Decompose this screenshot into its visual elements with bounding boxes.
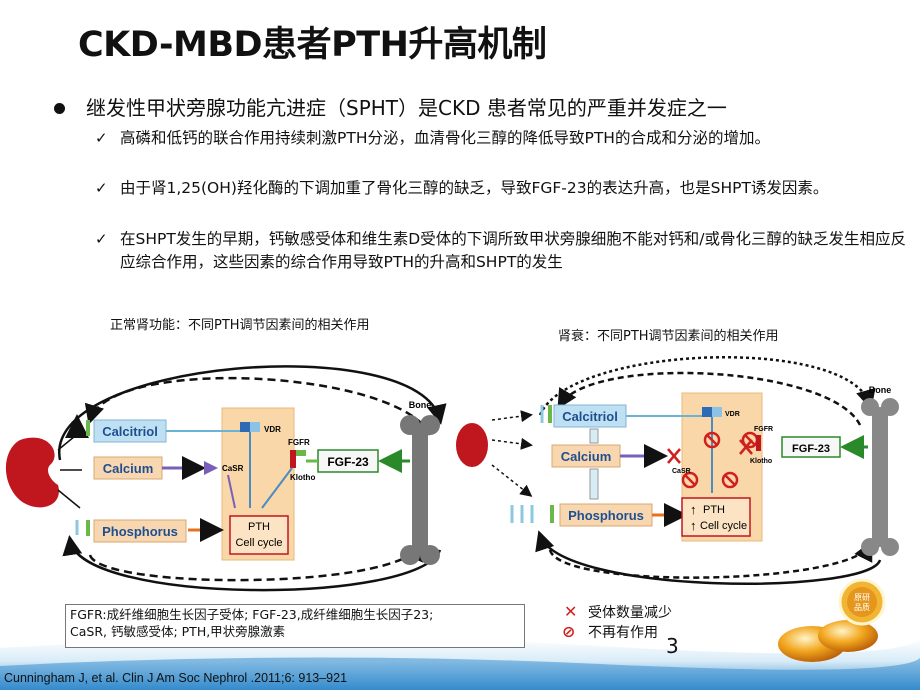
cell-cycle-label: Cell cycle [235,537,282,549]
vdr-label: VDR [725,411,740,418]
pth-box [229,515,289,555]
bottom-decorative-band [0,637,920,690]
fgf23-label: FGF-23 [327,455,369,469]
page-number: 3 [666,634,679,658]
phosphorus-box [93,519,187,543]
check-icon: ✓ [95,179,108,197]
svg-text:↑: ↑ [690,502,697,517]
dashed-loop-arrow [84,376,432,436]
pth-box [681,497,751,537]
right-diagram-caption: 肾衰：不同PTH调节因素间的相关作用 [558,329,779,344]
svg-text:↑: ↑ [690,518,697,533]
normal-kidney-diagram: Calcitriol Calcium Phosphorus VDR CaSR F… [5,365,447,592]
decrease-icon: ✕ [564,602,578,621]
pth-label: PTH [703,504,725,516]
calcitriol-label: Calcitriol [102,424,158,439]
legend-line-2: CaSR, 钙敏感受体; PTH,甲状旁腺激素 [70,624,286,639]
symbol-legend: ✕ 受体数量减少 ⊘ 不再有作用 [562,602,672,641]
kidney-icon [456,423,488,467]
pth-label: PTH [248,521,270,533]
bone-icon [861,398,899,556]
phosphorus-label: Phosphorus [568,508,644,523]
citation: Cunningham J, et al. Clin J Am Soc Nephr… [4,671,348,685]
lower-dashed-arrow [88,540,423,582]
calcitriol-label: Calcitriol [562,409,618,424]
phosphorus-label: Phosphorus [102,524,178,539]
abbreviation-legend: FGFR:成纤维细胞生长因子受体; FGF-23,成纤维细胞生长因子23; Ca… [65,604,525,648]
bone-label: Bone [869,385,892,395]
klotho-label: Klotho [750,458,772,465]
badge-label: 原研品质 [854,593,870,612]
calcium-label: Calcium [103,461,154,476]
fgfr-label: FGFR [288,438,310,447]
inactive-icon [681,431,759,489]
klotho-label: Klotho [290,473,315,482]
main-bullet: 继发性甲状旁腺功能亢进症（SPHT）是CKD 患者常见的严重并发症之一 [86,96,727,120]
check-icon: ✓ [95,129,108,147]
legend-line-1: FGFR:成纤维细胞生长因子受体; FGF-23,成纤维细胞生长因子23; [70,607,434,622]
calcium-label: Calcium [561,449,612,464]
kidney-icon [5,437,59,508]
left-diagram-caption: 正常肾功能：不同PTH调节因素间的相关作用 [110,318,370,333]
fgf23-label: FGF-23 [792,443,830,455]
casr-label: CaSR [672,468,691,475]
bullet-marker [54,103,65,114]
decrease-icon [667,439,753,464]
bone-icon [400,415,440,565]
inactive-icon: ⊘ [562,622,576,641]
lower-loop-arrow [62,535,442,592]
bone-label: Bone [409,400,432,410]
vdr-label: VDR [264,425,281,434]
check-icon: ✓ [95,230,108,248]
page-title: CKD-MBD患者PTH升高机制 [78,25,547,65]
kidney-failure-diagram: Calcitriol Calcium Phosphorus VDR CaSR F… [456,356,899,585]
badge-decoration: 原研品质 [778,578,886,662]
casr-label: CaSR [222,464,244,473]
fgfr-label: FGFR [754,426,773,433]
cell-cycle-label: Cell cycle [700,520,747,532]
